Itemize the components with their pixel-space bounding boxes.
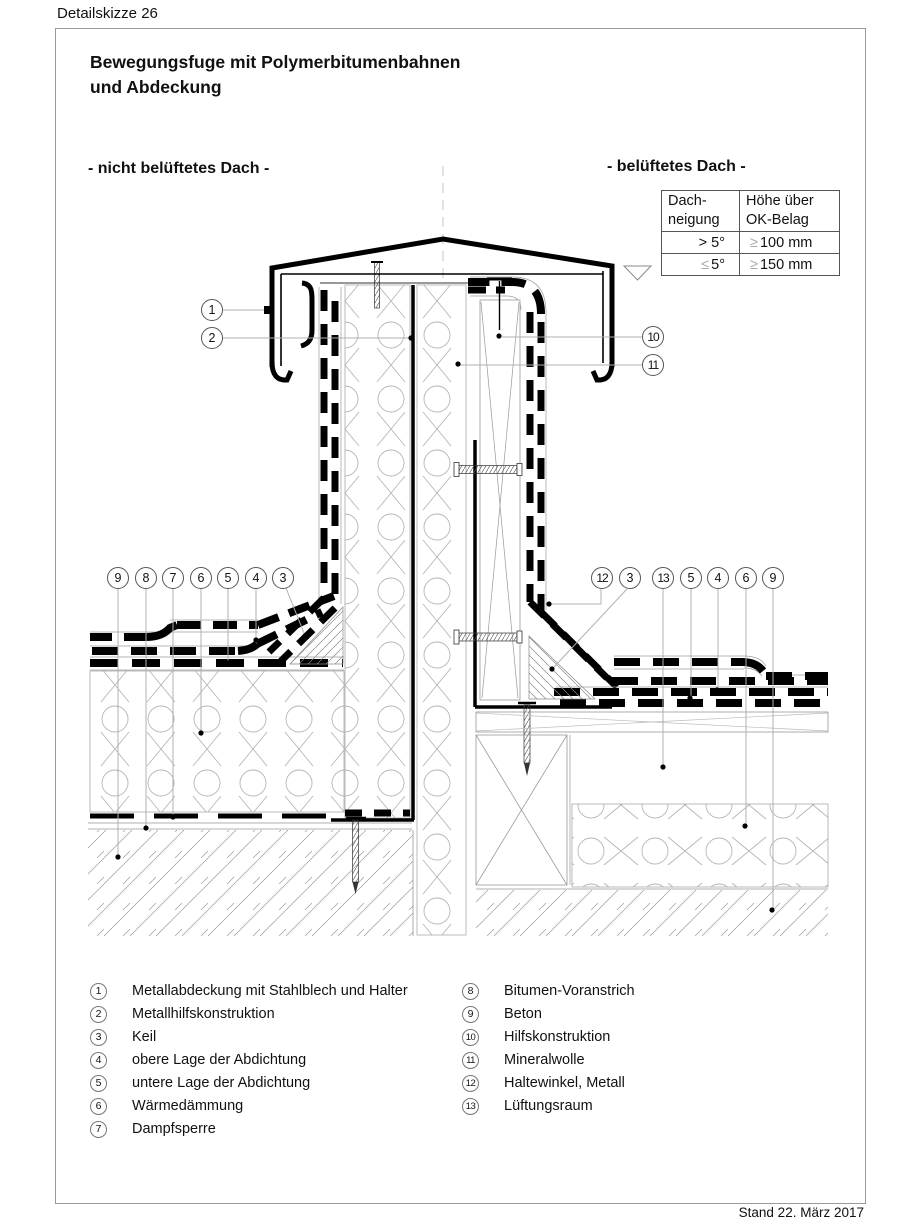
section-label-vented-roof: - belüftetes Dach - <box>607 158 746 175</box>
legend-label: Wärmedämmung <box>132 1098 244 1114</box>
legend-label: Dampfsperre <box>132 1121 216 1137</box>
title-line1: Bewegungsfuge mit Polymerbitumenbahnen <box>90 52 461 72</box>
callout-1: 1 <box>201 299 223 321</box>
doc-label: Detailskizze 26 <box>57 5 158 22</box>
legend-number-badge: 3 <box>90 1029 107 1046</box>
legend-label: Bitumen-Voranstrich <box>504 983 635 999</box>
legend-number-badge: 1 <box>90 983 107 1000</box>
callout-11: 11 <box>642 354 664 376</box>
title-line2: und Abdeckung <box>90 77 222 97</box>
callout-13-right: 13 <box>652 567 674 589</box>
legend-number-badge: 12 <box>462 1075 479 1092</box>
legend-label: Hilfskonstruktion <box>504 1029 611 1045</box>
legend-label: Metallhilfskonstruktion <box>132 1006 275 1022</box>
legend-number-badge: 6 <box>90 1098 107 1115</box>
page-frame <box>55 28 866 1204</box>
callout-4-left: 4 <box>245 567 267 589</box>
callout-5-left: 5 <box>217 567 239 589</box>
callout-6-right: 6 <box>735 567 757 589</box>
legend-label: Haltewinkel, Metall <box>504 1075 625 1091</box>
legend-label: Mineralwolle <box>504 1052 585 1068</box>
legend-number-badge: 10 <box>462 1029 479 1046</box>
callout-8-left: 8 <box>135 567 157 589</box>
legend-number-badge: 5 <box>90 1075 107 1092</box>
callout-3-left: 3 <box>272 567 294 589</box>
callout-6-left: 6 <box>190 567 212 589</box>
legend-label: Beton <box>504 1006 542 1022</box>
legend-number-badge: 13 <box>462 1098 479 1115</box>
legend-number-badge: 8 <box>462 983 479 1000</box>
callout-5-right: 5 <box>680 567 702 589</box>
legend-label: obere Lage der Abdichtung <box>132 1052 307 1068</box>
legend-number-badge: 4 <box>90 1052 107 1069</box>
legend-label: untere Lage der Abdichtung <box>132 1075 311 1091</box>
callout-7-left: 7 <box>162 567 184 589</box>
callout-2: 2 <box>201 327 223 349</box>
legend-number-badge: 7 <box>90 1121 107 1138</box>
callout-9-right: 9 <box>762 567 784 589</box>
callout-9-left: 9 <box>107 567 129 589</box>
callout-10: 10 <box>642 326 664 348</box>
section-label-unvented-roof: - nicht belüftetes Dach - <box>88 160 270 177</box>
page-title: Bewegungsfuge mit Polymerbitumenbahnen u… <box>90 50 460 100</box>
legend-number-badge: 2 <box>90 1006 107 1023</box>
table-row: > 5° ≥100 mm <box>661 231 840 254</box>
table-row: ≤5° ≥150 mm <box>661 253 840 276</box>
callout-12-right: 12 <box>591 567 613 589</box>
callout-4-right: 4 <box>707 567 729 589</box>
legend-number-badge: 9 <box>462 1006 479 1023</box>
legend-label: Lüftungsraum <box>504 1098 593 1114</box>
legend-number-badge: 11 <box>462 1052 479 1069</box>
legend-label: Keil <box>132 1029 157 1045</box>
legend-label: Metallabdeckung mit Stahlblech und Halte… <box>132 983 408 999</box>
revision-date: Stand 22. März 2017 <box>738 1205 864 1220</box>
callout-3-right: 3 <box>619 567 641 589</box>
table-header-slope: Dach-neigung <box>661 190 740 232</box>
